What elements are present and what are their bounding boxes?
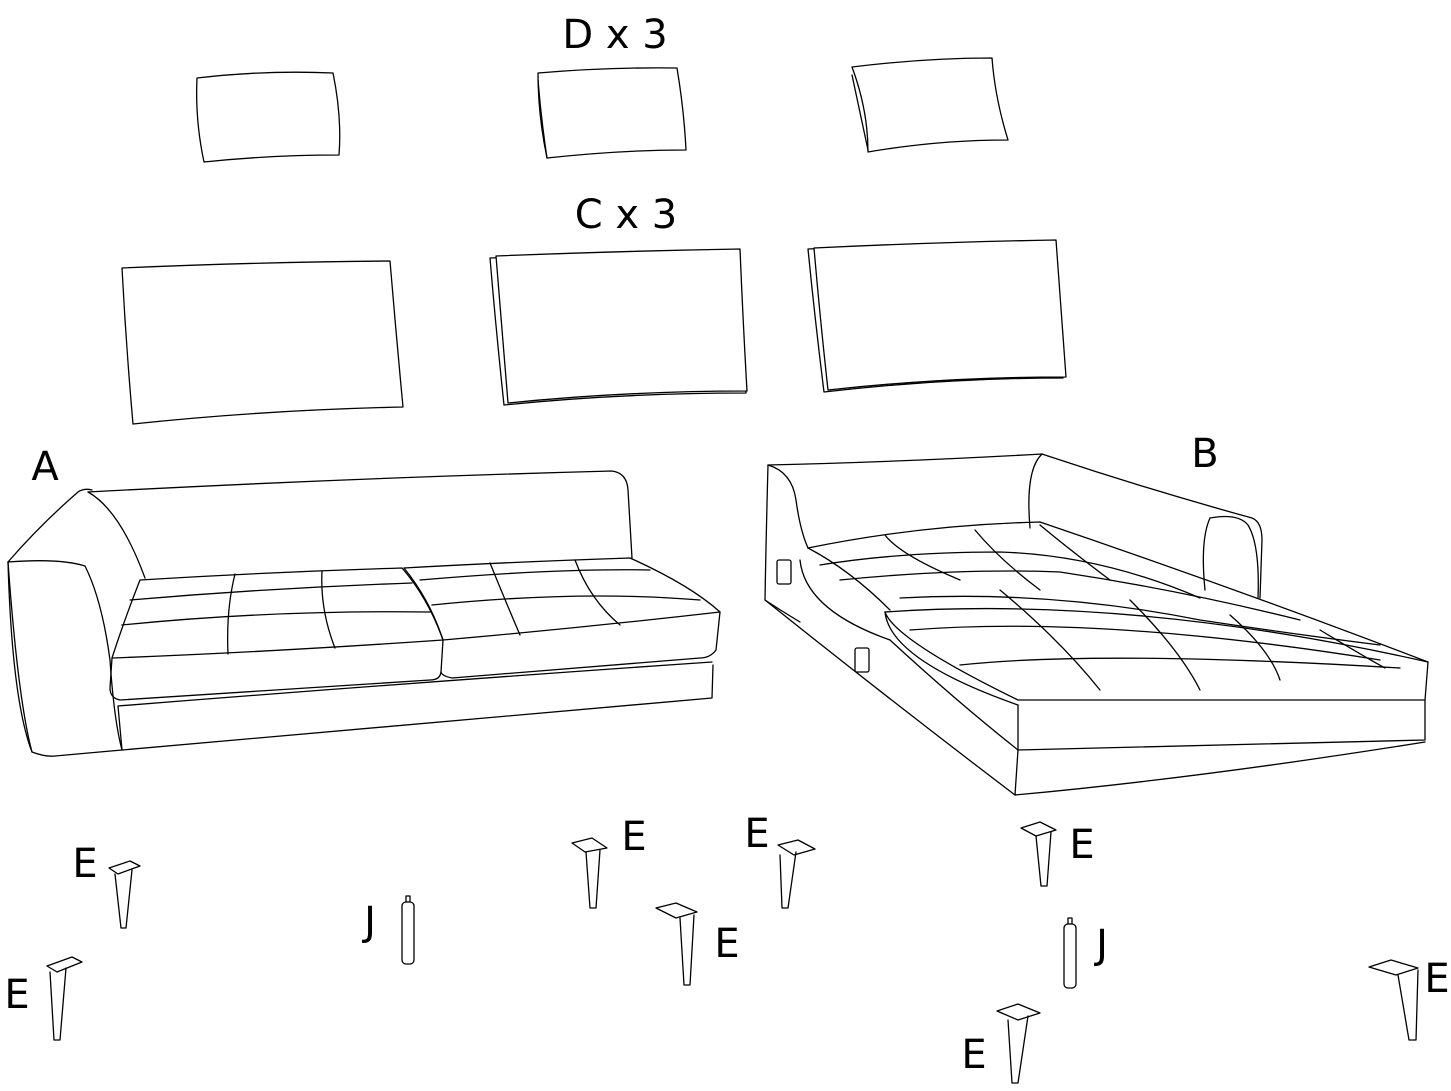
label-leg-2: E: [4, 972, 29, 1018]
bracket-side: [854, 647, 870, 673]
label-back-cushions: C x 3: [575, 192, 677, 238]
pillow-d-2: [537, 67, 687, 159]
label-leg-7: E: [961, 1032, 986, 1078]
label-pillows: D x 3: [562, 12, 667, 58]
label-leg-5: E: [744, 811, 769, 857]
pillow-d-1: [195, 71, 341, 163]
label-leg-6: E: [1069, 822, 1094, 868]
leg-e-2: [46, 956, 83, 1041]
leg-e-5: [777, 839, 816, 909]
label-leg-1: E: [72, 841, 97, 887]
leg-e-7: [996, 1003, 1041, 1084]
leg-e-4: [655, 902, 698, 986]
label-leg-3: E: [621, 814, 646, 860]
pillow-d-3: [851, 57, 1009, 153]
label-connector-2: J: [1093, 922, 1108, 968]
leg-e-1: [108, 860, 141, 929]
sofa-section-b: [764, 453, 1429, 796]
back-cushion-c-3: [807, 239, 1067, 393]
label-connector-1: J: [361, 899, 376, 945]
label-sofa-a: A: [31, 444, 59, 490]
bracket-back: [776, 559, 792, 585]
back-cushion-c-2: [489, 248, 748, 406]
label-leg-8: E: [1424, 956, 1449, 1002]
label-leg-4: E: [714, 921, 739, 967]
leg-e-8: [1368, 959, 1419, 1041]
back-cushion-c-1: [121, 260, 404, 425]
leg-e-6: [1020, 821, 1057, 887]
leg-e-3: [571, 837, 608, 909]
connector-j-2: [1063, 917, 1077, 989]
sofa-section-a: [7, 470, 721, 757]
connector-j-1: [401, 895, 415, 965]
label-sofa-b: B: [1191, 431, 1218, 477]
